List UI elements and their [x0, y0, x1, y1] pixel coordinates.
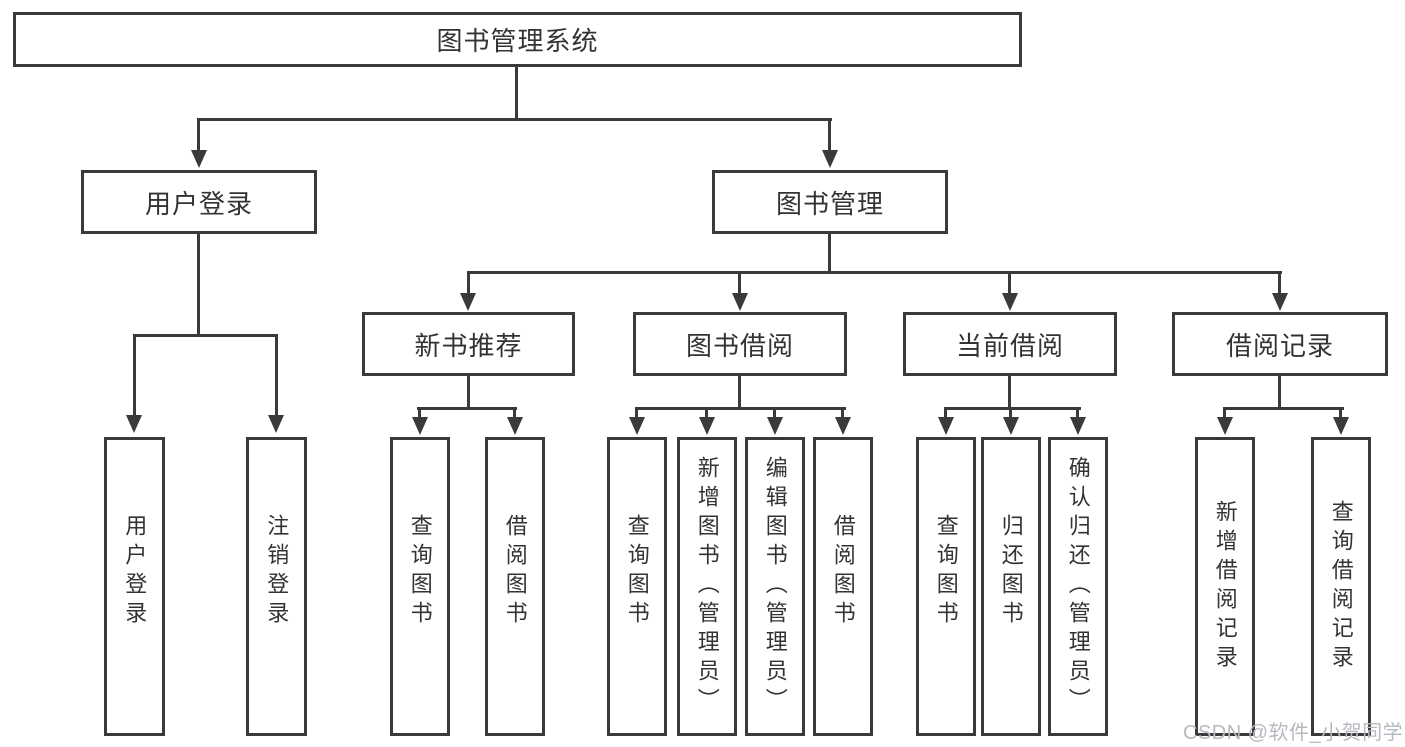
connector-line [944, 407, 1081, 410]
connector-line [1278, 376, 1281, 410]
leaf-query-books: 查询图书 [390, 437, 450, 736]
node-label: 借阅记录 [1225, 330, 1334, 361]
leaf-query-books: 查询图书 [916, 437, 976, 736]
arrow-down-icon [767, 417, 783, 435]
node-label: 新增借阅记录 [1212, 499, 1238, 674]
node-new-book-recommendation: 新书推荐 [362, 312, 575, 376]
connector-line [275, 334, 278, 417]
arrow-down-icon [1272, 293, 1288, 311]
connector-line [417, 407, 517, 410]
leaf-borrow-books: 借阅图书 [485, 437, 545, 736]
connector-line [738, 376, 741, 410]
node-label: 查询图书 [933, 513, 959, 630]
node-label: 确认归还（管理员） [1065, 456, 1091, 717]
connector-line [418, 407, 421, 419]
connector-line [1223, 407, 1226, 419]
connector-line [1009, 407, 1012, 419]
connector-line [841, 407, 844, 419]
arrow-down-icon [460, 293, 476, 311]
connector-line [133, 334, 278, 337]
csdn-watermark: CSDN @软件_小贺同学 [1183, 722, 1404, 744]
connector-line [133, 334, 136, 417]
leaf-add-book-admin: 新增图书（管理员） [677, 437, 737, 736]
connector-line [635, 407, 846, 410]
connector-line [1223, 407, 1344, 410]
arrow-down-icon [1070, 417, 1086, 435]
node-label: 编辑图书（管理员） [762, 456, 788, 717]
node-library-management-system: 图书管理系统 [13, 12, 1022, 67]
connector-line [1008, 376, 1011, 410]
arrow-down-icon [835, 417, 851, 435]
arrow-down-icon [268, 415, 284, 433]
leaf-user-login: 用户登录 [104, 437, 165, 736]
arrow-down-icon [1002, 293, 1018, 311]
leaf-confirm-return-admin: 确认归还（管理员） [1048, 437, 1108, 736]
node-current-borrowing: 当前借阅 [903, 312, 1117, 376]
node-label: 借阅图书 [502, 513, 528, 630]
node-label: 图书借阅 [685, 330, 794, 361]
node-book-borrowing: 图书借阅 [633, 312, 847, 376]
node-label: 图书管理系统 [436, 26, 599, 56]
connector-line [773, 407, 776, 419]
arrow-down-icon [412, 417, 428, 435]
node-label: 查询借阅记录 [1328, 499, 1354, 674]
arrow-down-icon [126, 415, 142, 433]
connector-line [467, 271, 470, 295]
leaf-logout: 注销登录 [246, 437, 307, 736]
node-label: 用户登录 [122, 513, 148, 630]
arrow-down-icon [1003, 417, 1019, 435]
connector-line [513, 407, 516, 419]
arrow-down-icon [191, 150, 207, 168]
connector-line [705, 407, 708, 419]
node-label: 借阅图书 [830, 513, 856, 630]
arrow-down-icon [507, 417, 523, 435]
connector-line [1008, 271, 1011, 295]
arrow-down-icon [629, 417, 645, 435]
connector-line [515, 67, 518, 121]
leaf-return-books: 归还图书 [981, 437, 1041, 736]
arrow-down-icon [732, 293, 748, 311]
node-label: 新增图书（管理员） [694, 456, 720, 717]
leaf-edit-book-admin: 编辑图书（管理员） [745, 437, 805, 736]
connector-line [1278, 271, 1281, 295]
connector-line [197, 234, 200, 337]
connector-line [467, 376, 470, 410]
arrow-down-icon [1217, 417, 1233, 435]
node-label: 用户登录 [144, 188, 253, 219]
node-label: 查询图书 [624, 513, 650, 630]
connector-line [197, 118, 832, 121]
connector-line [828, 234, 831, 274]
leaf-add-borrow-record: 新增借阅记录 [1195, 437, 1255, 736]
connector-line [1339, 407, 1342, 419]
connector-line [828, 118, 831, 152]
leaf-borrow-books: 借阅图书 [813, 437, 873, 736]
connector-line [467, 271, 1282, 274]
node-label: 图书管理 [775, 188, 884, 219]
node-label: 查询图书 [407, 513, 433, 630]
node-user-login: 用户登录 [81, 170, 317, 234]
connector-line [738, 271, 741, 295]
arrow-down-icon [699, 417, 715, 435]
leaf-query-books: 查询图书 [607, 437, 667, 736]
leaf-query-borrow-record: 查询借阅记录 [1311, 437, 1371, 736]
connector-line [1076, 407, 1079, 419]
node-label: 归还图书 [998, 513, 1024, 630]
connector-line [197, 118, 200, 152]
node-label: 注销登录 [264, 513, 290, 630]
connector-line [635, 407, 638, 419]
node-borrowing-records: 借阅记录 [1172, 312, 1388, 376]
arrow-down-icon [938, 417, 954, 435]
node-book-management: 图书管理 [712, 170, 948, 234]
node-label: 当前借阅 [955, 330, 1064, 361]
node-label: 新书推荐 [414, 330, 523, 361]
connector-line [944, 407, 947, 419]
arrow-down-icon [1333, 417, 1349, 435]
arrow-down-icon [822, 150, 838, 168]
